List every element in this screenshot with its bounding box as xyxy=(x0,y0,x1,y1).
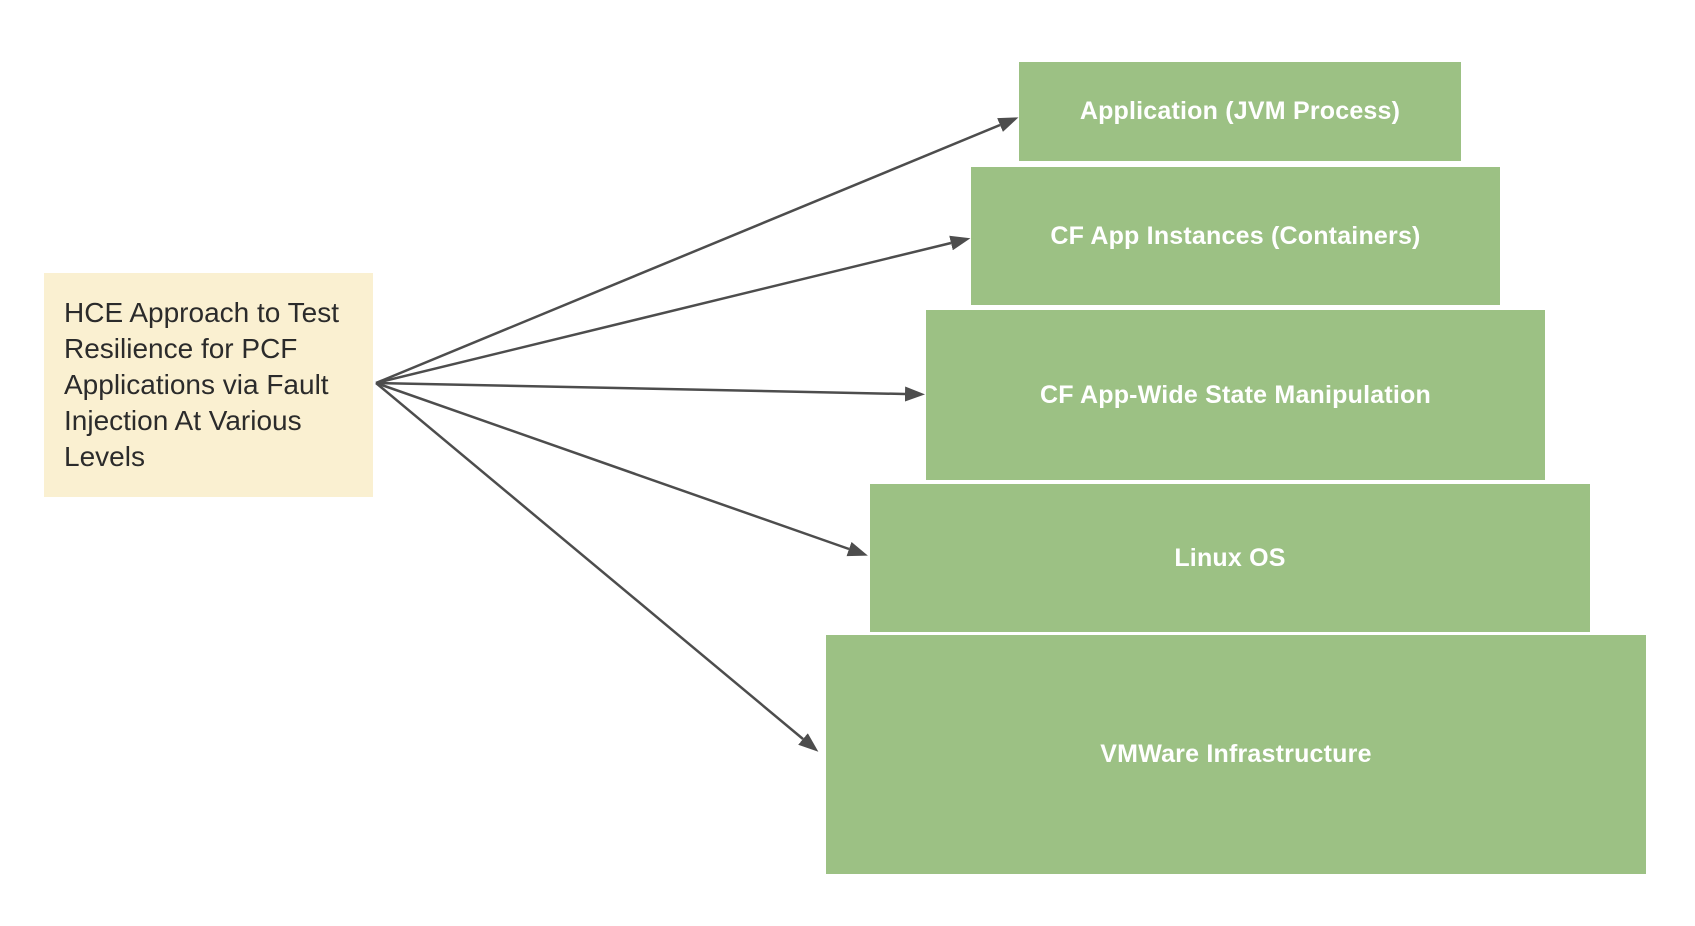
level-vmware-infrastructure: VMWare Infrastructure xyxy=(826,635,1646,874)
level-linux-os-label: Linux OS xyxy=(1174,543,1286,572)
level-application-label: Application (JVM Process) xyxy=(1079,97,1401,125)
level-cf-app-instances-label: CF App Instances (Containers) xyxy=(1050,221,1421,250)
arrow-to-cf-app-instances xyxy=(375,235,971,385)
arrow-to-application xyxy=(375,117,1019,385)
arrow-to-cf-app-wide-state xyxy=(375,381,925,402)
arrow-to-linux-os xyxy=(375,381,868,557)
level-linux-os: Linux OS xyxy=(870,484,1590,632)
level-vmware-infrastructure-label: VMWare Infrastructure xyxy=(1100,740,1372,768)
hce-approach-note: HCE Approach to Test Resilience for PCF … xyxy=(44,273,373,497)
level-application: Application (JVM Process) xyxy=(1019,62,1461,161)
arrow-to-vmware-infrastructure xyxy=(375,382,819,752)
level-cf-app-wide-state-label: CF App-Wide State Manipulation xyxy=(1040,380,1431,409)
note-text: HCE Approach to Test Resilience for PCF … xyxy=(64,297,339,472)
level-cf-app-wide-state: CF App-Wide State Manipulation xyxy=(926,310,1545,480)
level-cf-app-instances: CF App Instances (Containers) xyxy=(971,167,1500,305)
